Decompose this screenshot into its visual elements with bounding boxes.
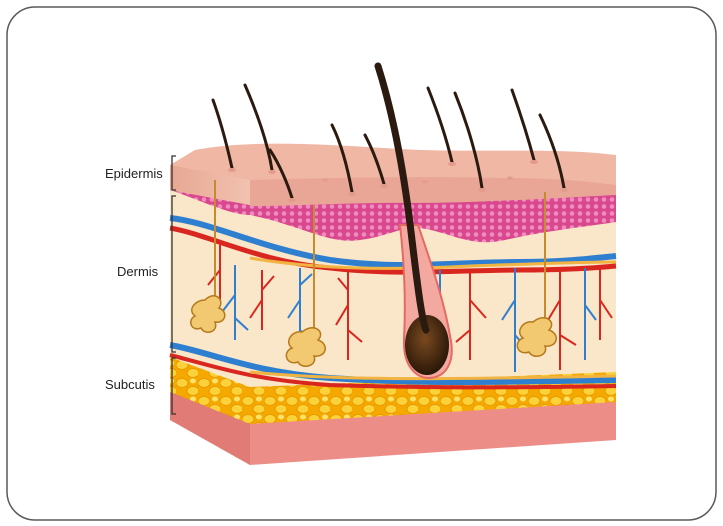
- epidermis-label: Epidermis: [105, 166, 163, 181]
- subcutis-label: Subcutis: [105, 377, 155, 392]
- dermis-label: Dermis: [117, 264, 158, 279]
